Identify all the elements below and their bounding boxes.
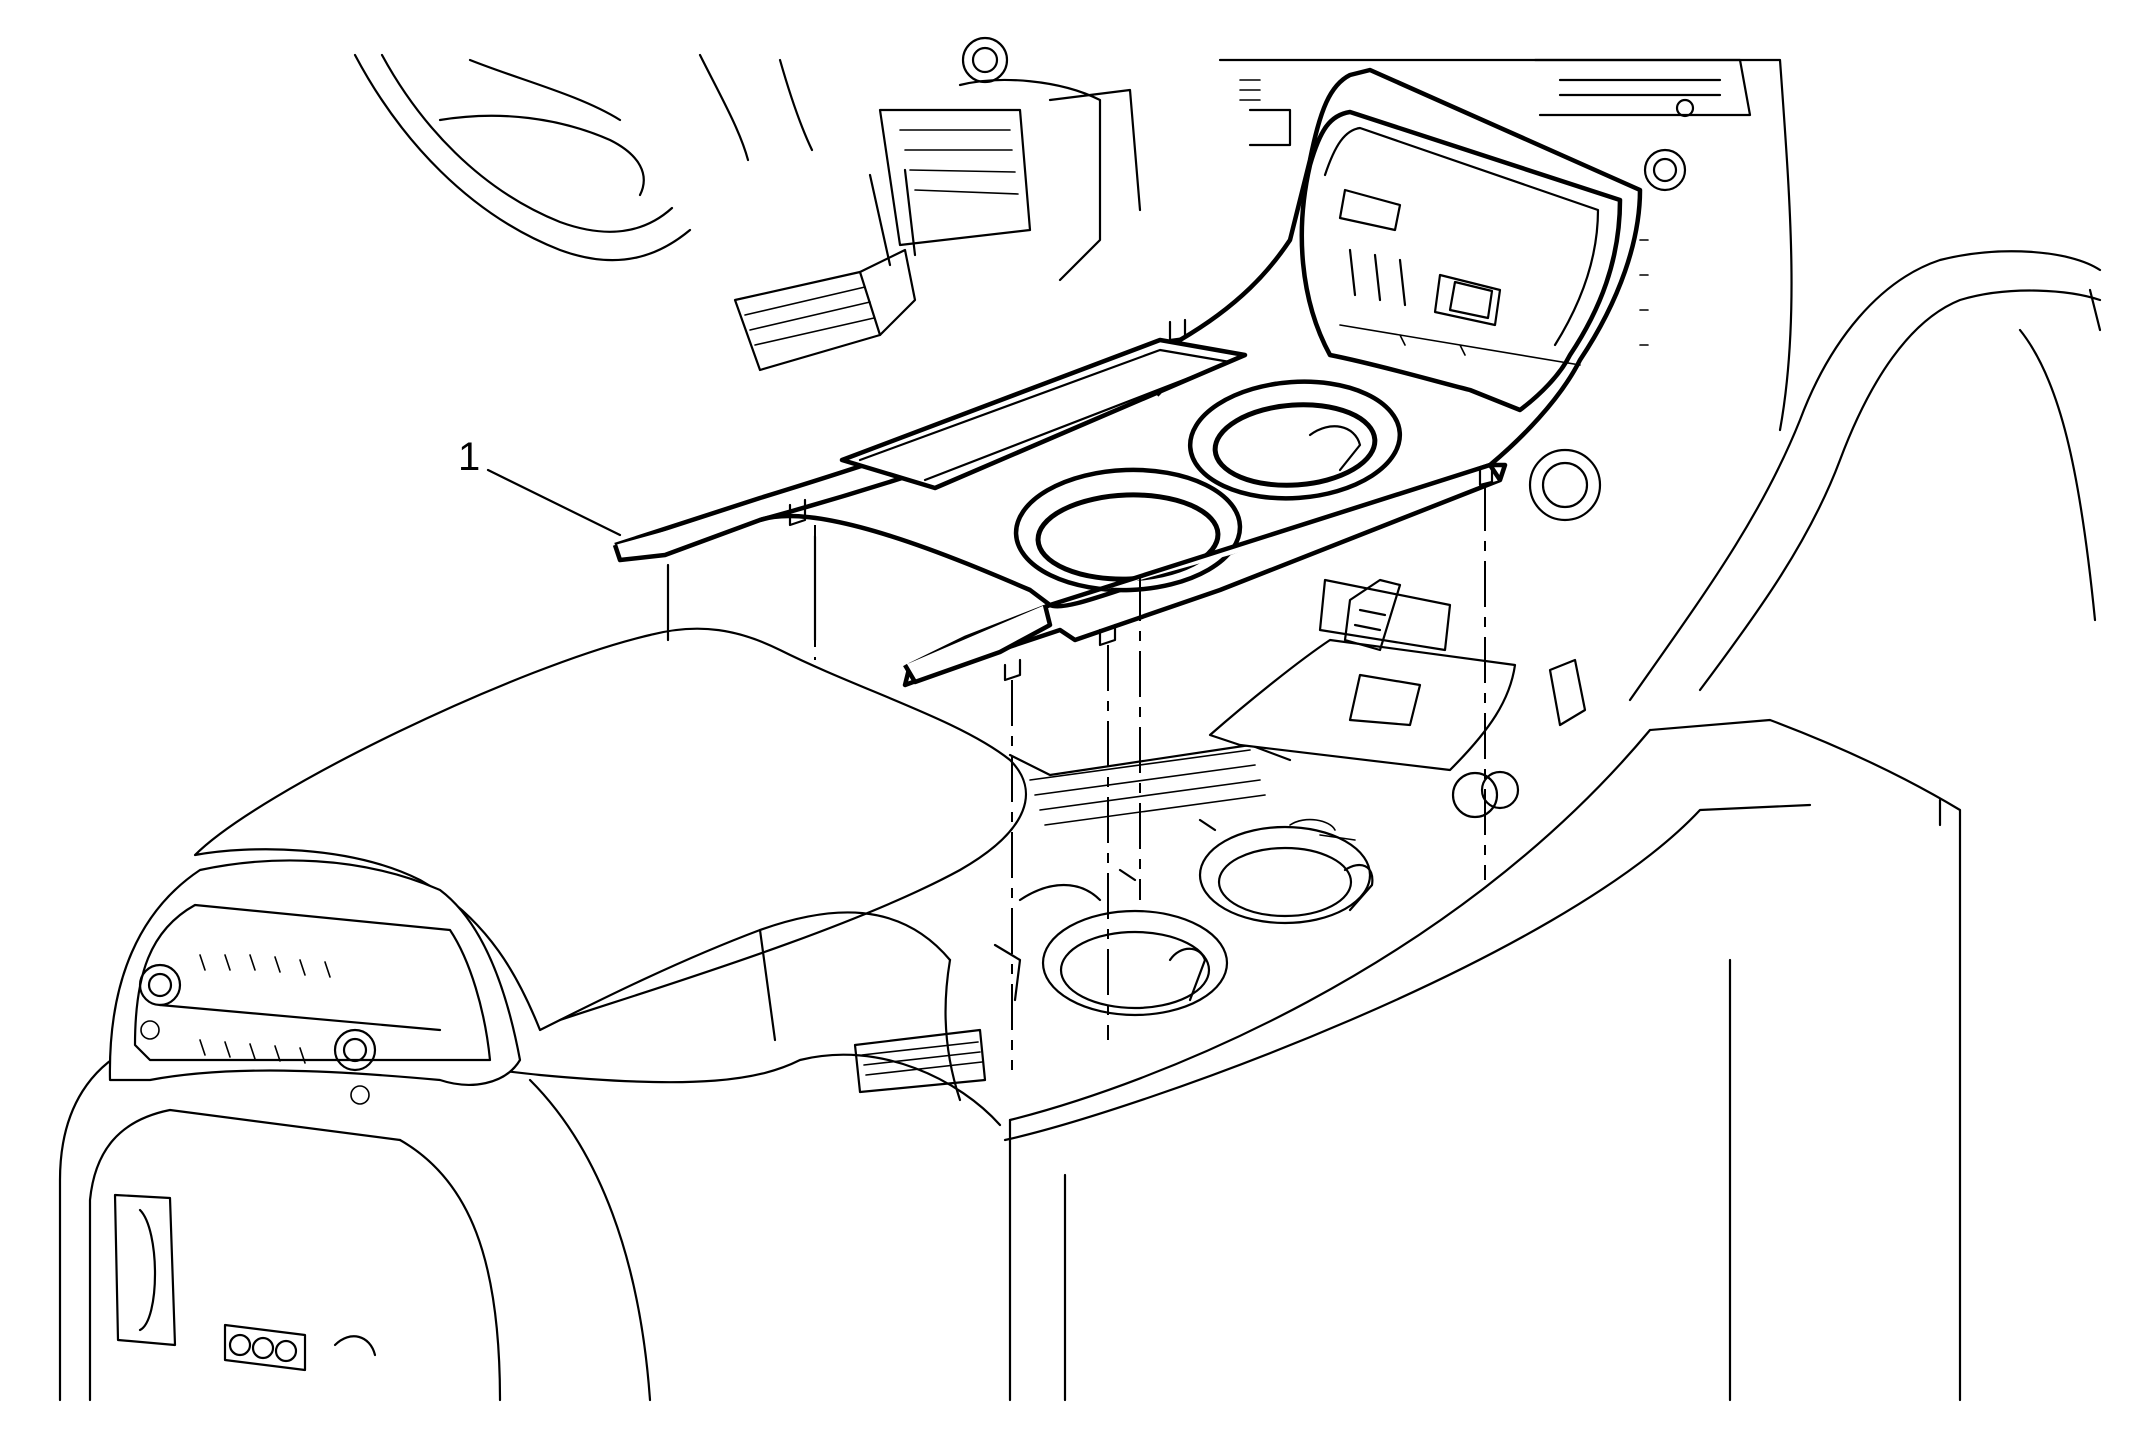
steering-wheel <box>353 36 1009 262</box>
callout-leader-line <box>486 468 622 537</box>
alignment-lines <box>814 485 1486 1070</box>
center-console-body <box>58 718 1962 1402</box>
callout-1: 1 <box>458 435 622 537</box>
door-panel <box>1628 250 2102 702</box>
console-interior <box>853 578 1587 1094</box>
console-trim-plate <box>612 67 1643 688</box>
callout-label: 1 <box>458 435 480 479</box>
pedal-area <box>733 78 1142 372</box>
rear-climate-control-panel <box>108 859 522 1105</box>
center-stack <box>1218 58 1793 522</box>
